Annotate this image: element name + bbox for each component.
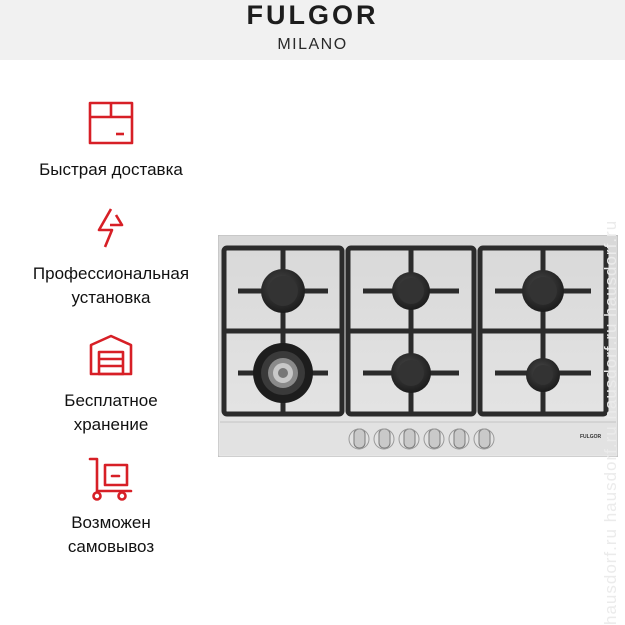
hand-truck-icon	[88, 457, 133, 501]
hob-brand-plate: FULGOR	[580, 434, 601, 440]
header: FULGOR MILANO	[0, 0, 625, 60]
watermark: hausdorf.ru hausdorf.ru hausdorf.ru haus…	[597, 0, 625, 625]
control-knobs	[348, 428, 495, 450]
feature-installation: Профессиональная установка	[0, 206, 222, 310]
box-icon	[88, 101, 134, 145]
feature-label-line2: хранение	[73, 415, 149, 434]
feature-self-pickup: Возможен самовывоз	[0, 455, 222, 559]
brand-subtitle: MILANO	[277, 36, 348, 53]
feature-label: Бесплатное	[64, 391, 158, 410]
feature-label-line2: установка	[71, 288, 151, 307]
feature-free-storage: Бесплатное хранение	[0, 333, 222, 437]
feature-label-line2: самовывоз	[67, 537, 155, 556]
warehouse-icon	[89, 334, 133, 376]
feature-label: Быстрая доставка	[39, 160, 183, 179]
feature-label: Профессиональная	[32, 264, 190, 283]
burners	[253, 269, 564, 403]
watermark-text: hausdorf.ru hausdorf.ru hausdorf.ru haus…	[601, 219, 620, 625]
brand-logo-text: FULGOR	[246, 0, 379, 30]
feature-fast-delivery: Быстрая доставка	[0, 98, 222, 182]
gas-hob-image: FULGOR	[218, 235, 618, 457]
feature-label: Возможен	[71, 513, 151, 532]
lightning-icon	[97, 208, 124, 248]
